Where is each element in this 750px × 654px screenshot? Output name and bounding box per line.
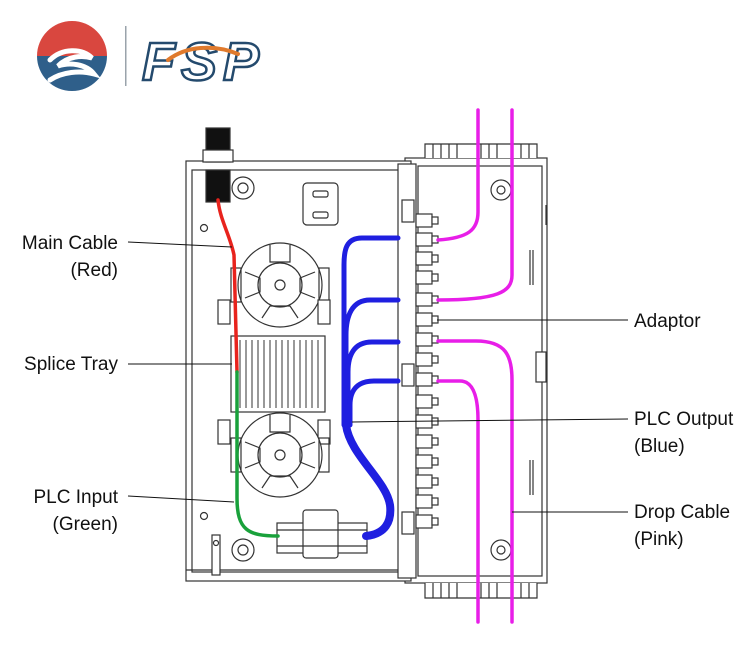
rail-bracket bbox=[401, 199, 415, 223]
screw bbox=[199, 511, 209, 521]
callout-plc-output bbox=[351, 418, 629, 423]
label-plc-input-color: (Green) bbox=[53, 514, 118, 535]
splice-tray-slots bbox=[239, 340, 319, 408]
outer-enclosure bbox=[404, 143, 548, 599]
callout-main-cable bbox=[127, 241, 233, 248]
splice-tray bbox=[230, 335, 326, 413]
adaptor-port bbox=[415, 434, 433, 449]
fiber-spool-bottom bbox=[237, 412, 323, 498]
logo-wordmark: FSP bbox=[142, 32, 265, 92]
plc-output-blue bbox=[341, 235, 401, 540]
logo-emblem-swoosh bbox=[47, 48, 101, 83]
adaptor-ports bbox=[415, 213, 439, 529]
ground-lug bbox=[211, 534, 221, 576]
mounting-hole bbox=[490, 539, 512, 561]
tray-clip bbox=[217, 299, 231, 325]
labels: Main Cable (Red) Splice Tray PLC Input (… bbox=[22, 233, 734, 550]
label-plc-input-name: PLC Input bbox=[34, 487, 119, 508]
tray-clip bbox=[217, 419, 231, 445]
label-adaptor: Adaptor bbox=[634, 311, 701, 332]
plc-input-green bbox=[235, 370, 280, 538]
adaptor-port bbox=[415, 514, 433, 529]
adaptor-port bbox=[415, 312, 433, 327]
company-logo: FSP bbox=[37, 21, 265, 93]
adaptor-port bbox=[415, 232, 433, 247]
enclosure-latch bbox=[535, 351, 547, 383]
adaptor-port bbox=[415, 352, 433, 367]
label-main-cable-color: (Red) bbox=[70, 260, 118, 281]
adaptor-port bbox=[415, 454, 433, 469]
logo-divider bbox=[125, 26, 127, 86]
callout-lines bbox=[127, 241, 629, 513]
main-cable-red bbox=[216, 198, 239, 374]
adaptor-port bbox=[415, 251, 433, 266]
adaptor-port bbox=[415, 270, 433, 285]
fiber-spool-top bbox=[237, 242, 323, 328]
adaptor-port bbox=[415, 292, 433, 307]
panel-hole bbox=[231, 538, 255, 562]
mounting-hole bbox=[490, 179, 512, 201]
panel-hole bbox=[231, 176, 255, 200]
main-panel bbox=[185, 127, 412, 582]
callout-plc-input bbox=[127, 495, 235, 503]
label-plc-output-color: (Blue) bbox=[634, 436, 685, 457]
rail-bracket bbox=[401, 511, 415, 535]
adaptor-port bbox=[415, 213, 433, 228]
rail-bracket bbox=[401, 363, 415, 387]
logo-orange-accent bbox=[166, 45, 240, 62]
label-splice-tray: Splice Tray bbox=[24, 354, 118, 375]
adaptor-port bbox=[415, 494, 433, 509]
tray-clip bbox=[317, 299, 331, 325]
top-bracket bbox=[302, 182, 339, 226]
screw bbox=[199, 223, 209, 233]
cables bbox=[216, 108, 514, 624]
label-drop-cable-name: Drop Cable bbox=[634, 502, 730, 523]
drop-cable-pink bbox=[436, 108, 514, 624]
label-main-cable-name: Main Cable bbox=[22, 233, 118, 254]
adaptor-port bbox=[415, 394, 433, 409]
label-plc-output-name: PLC Output bbox=[634, 409, 734, 430]
adaptor-port bbox=[415, 332, 433, 347]
adaptor-panel bbox=[397, 163, 439, 579]
logo-emblem-top bbox=[37, 21, 107, 56]
adaptor-port bbox=[415, 372, 433, 387]
adaptor-port bbox=[415, 474, 433, 489]
label-drop-cable-color: (Pink) bbox=[634, 529, 684, 550]
cable-clamp bbox=[205, 169, 231, 203]
plc-splitter-clamp bbox=[302, 509, 339, 559]
